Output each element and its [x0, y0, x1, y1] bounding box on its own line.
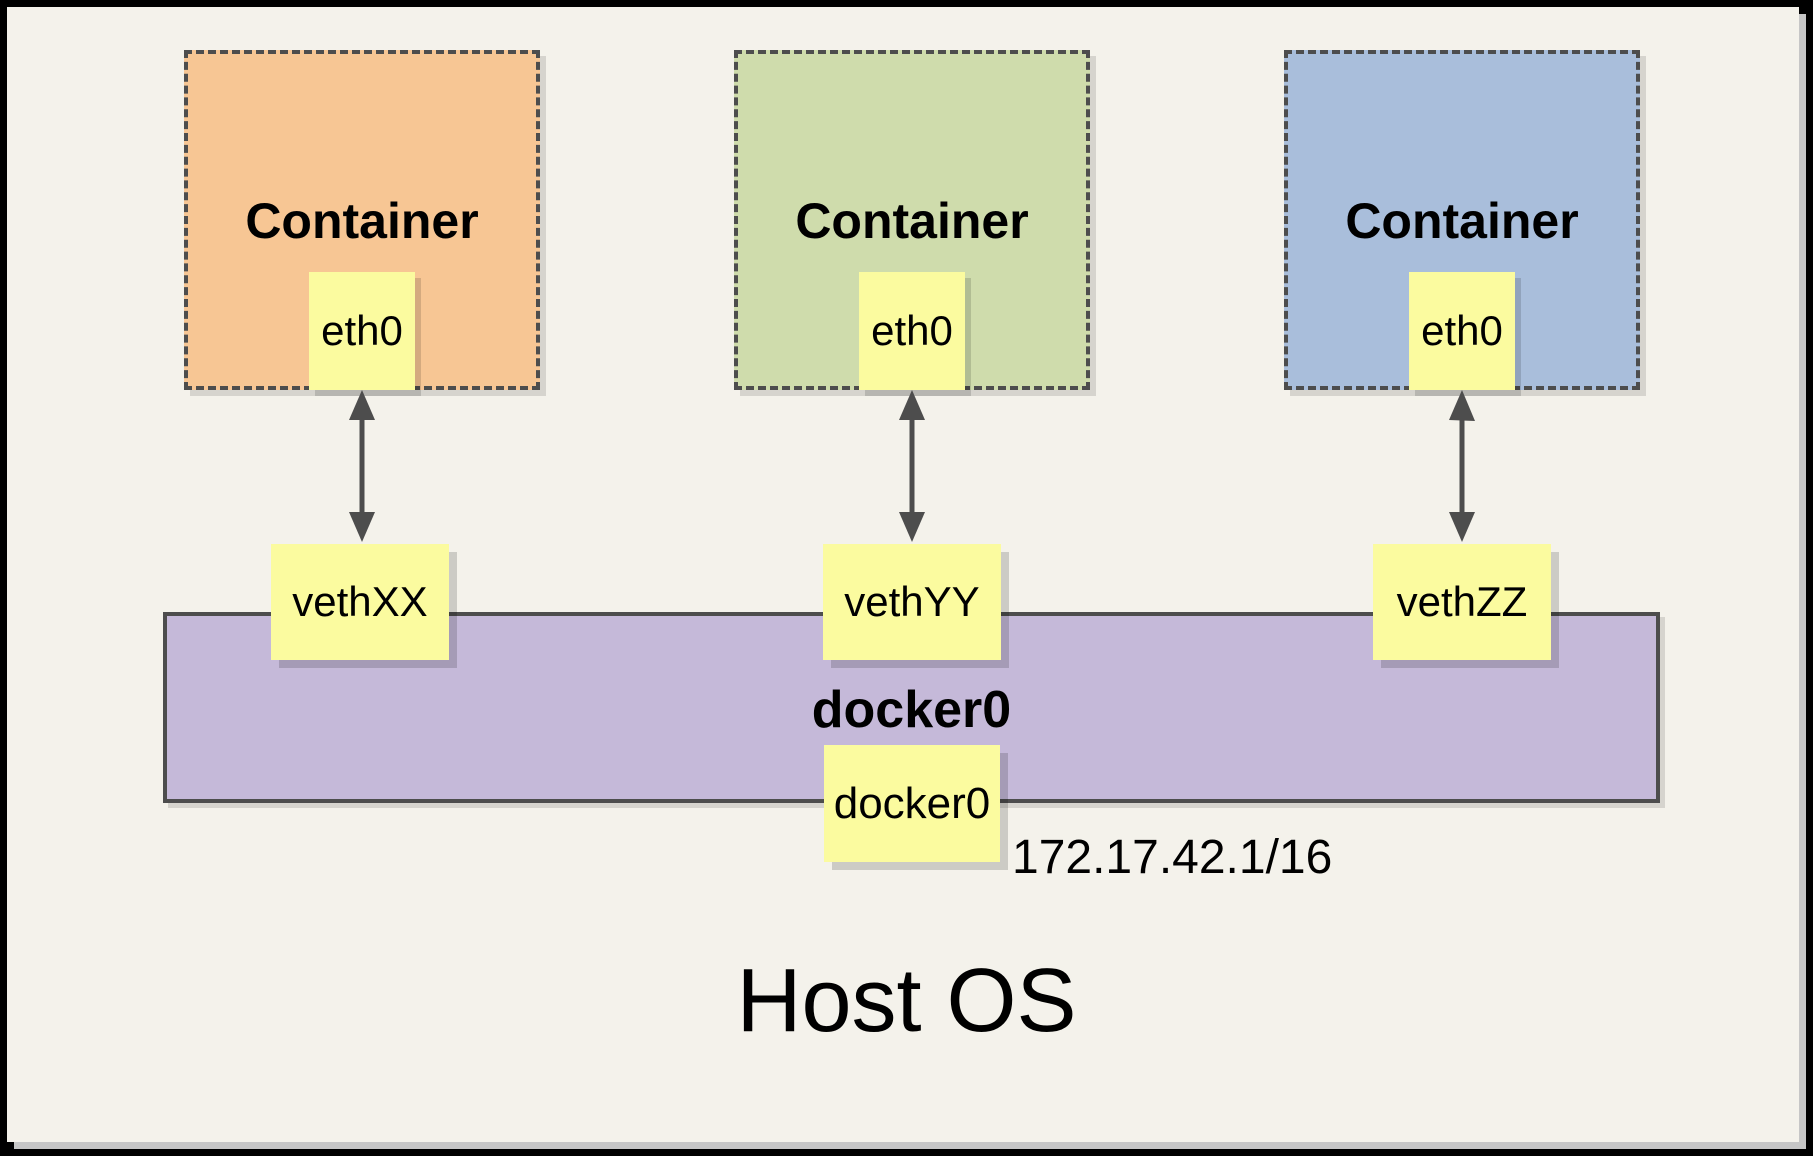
vethXX-label: vethXX — [292, 578, 428, 625]
container-box-1: Container eth0 — [184, 50, 540, 390]
container-box-3: Container eth0 — [1284, 50, 1640, 390]
link-arrow-icon-2 — [899, 390, 925, 542]
container-1-label: Container — [245, 193, 479, 249]
container-2-label: Container — [795, 193, 1029, 249]
docker0-interface-box: docker0 — [824, 745, 1000, 862]
vethXX-box: vethXX — [271, 544, 449, 660]
link-arrow-icon-1 — [349, 390, 375, 542]
vethYY-label: vethYY — [844, 578, 980, 625]
vethZZ-box: vethZZ — [1373, 544, 1551, 660]
container-1-eth0-box: eth0 — [309, 272, 415, 390]
container-3-label: Container — [1345, 193, 1579, 249]
vethYY-box: vethYY — [823, 544, 1001, 660]
vethZZ-label: vethZZ — [1396, 578, 1528, 625]
host-os-label: Host OS — [736, 951, 1077, 1051]
container-3-eth0-label: eth0 — [1421, 307, 1503, 354]
container-2-eth0-box: eth0 — [859, 272, 965, 390]
docker0-bridge-label: docker0 — [811, 681, 1012, 739]
container-2-eth0-label: eth0 — [871, 307, 953, 354]
container-1-eth0-label: eth0 — [321, 307, 403, 354]
container-3-eth0-box: eth0 — [1409, 272, 1515, 390]
docker0-interface-label: docker0 — [833, 778, 991, 828]
bridge-ip-address: 172.17.42.1/16 — [1012, 831, 1333, 884]
link-arrow-icon-3 — [1449, 390, 1475, 542]
container-box-2: Container eth0 — [734, 50, 1090, 390]
